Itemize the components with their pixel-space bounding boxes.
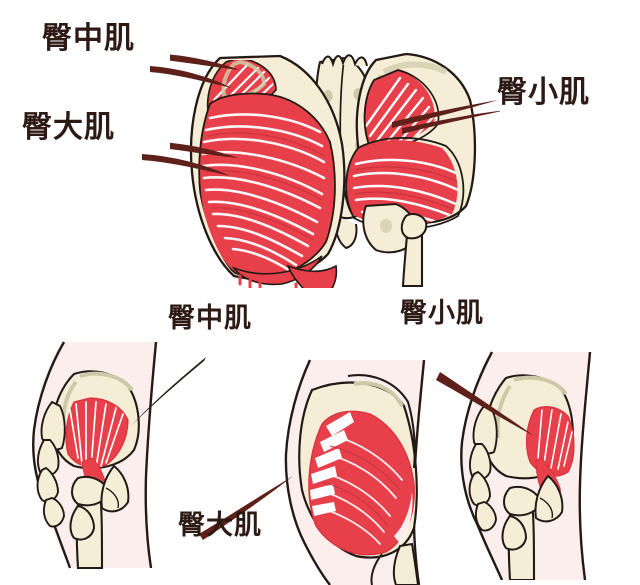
pointer-stroke-fig2 xyxy=(199,476,293,540)
bottom-figure-gluteus-maximus xyxy=(278,350,468,585)
label-gluteus-maximus-top: 臀大肌 xyxy=(22,110,115,145)
thigh-contour-3 xyxy=(578,351,592,580)
pointer-line-gluteus-maximus-top xyxy=(170,142,238,158)
ischium-1 xyxy=(69,504,96,541)
label-gluteus-maximus-bottom: 臀大肌 xyxy=(178,510,262,541)
pointer-stroke-fig1 xyxy=(132,357,206,425)
ischium-3 xyxy=(501,514,528,551)
posterior-pelvis-svg xyxy=(170,52,500,288)
femur-2 xyxy=(392,542,420,585)
pointer-stroke-minimus xyxy=(392,100,498,128)
buttock-contour-2 xyxy=(284,359,331,585)
top-posterior-pelvis-figure xyxy=(170,18,500,288)
right-hemipelvis-deep-layer xyxy=(345,52,477,288)
top-pointer-overlay xyxy=(142,66,498,176)
lateral-view-maximus-svg xyxy=(284,359,426,585)
pointer-overlay-fig1 xyxy=(132,357,206,425)
thigh-contour-1 xyxy=(144,341,158,569)
pointer-stroke-maximus xyxy=(142,154,230,176)
pointer-line-gluteus-minimus-top xyxy=(402,110,500,134)
pointer-stroke-medius xyxy=(150,66,232,88)
buttock-contour-1 xyxy=(32,341,72,569)
lateral-view-medius-svg xyxy=(32,341,158,570)
left-hemipelvis-gluteus-maximus xyxy=(189,54,346,288)
sacrum-chain-1 xyxy=(36,400,66,528)
label-gluteus-minimus-bottom: 臀小肌 xyxy=(400,298,484,329)
pointer-overlay-fig3 xyxy=(436,372,534,436)
label-gluteus-minimus-top: 臀小肌 xyxy=(497,75,590,110)
bottom-figure-gluteus-medius xyxy=(18,340,198,570)
gluteus-maximus-muscle-2 xyxy=(308,410,415,556)
sacrum-chain-3 xyxy=(468,404,498,532)
label-gluteus-medius-bottom: 臀中肌 xyxy=(168,303,252,334)
label-gluteus-medius-top: 臀中肌 xyxy=(42,21,135,56)
pointer-stroke-fig3 xyxy=(436,372,534,436)
buttock-contour-3 xyxy=(460,351,504,580)
pointer-overlay-fig2 xyxy=(199,476,293,540)
pointer-line-gluteus-medius-top xyxy=(170,54,240,70)
